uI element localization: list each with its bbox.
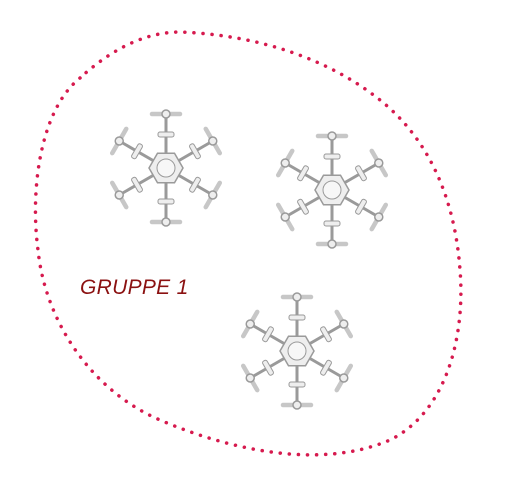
hexacopter-icon [109, 109, 223, 227]
group-label: GRUPPE 1 [80, 276, 189, 299]
hexacopter-icon [275, 131, 389, 249]
group-boundary [33, 30, 463, 457]
hexacopter-icon [240, 292, 354, 410]
